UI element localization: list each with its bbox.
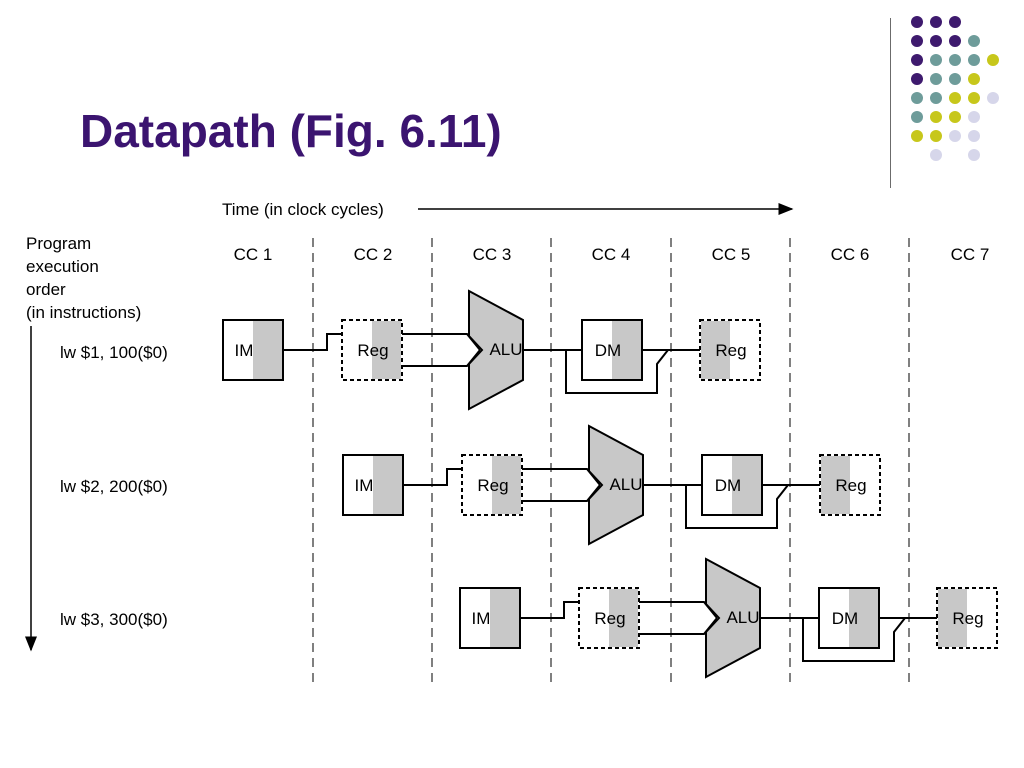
datapath-wire <box>685 484 789 529</box>
decorative-dot <box>930 92 942 104</box>
decorative-dot-grid <box>911 16 999 161</box>
decorative-dot <box>911 54 923 66</box>
decorative-dot <box>949 111 961 123</box>
im-shade-2 <box>373 456 402 514</box>
dm-shade-2 <box>732 456 761 514</box>
order-label-line-1: Program <box>26 234 91 253</box>
decorative-dot <box>930 54 942 66</box>
cycle-header-7: CC 7 <box>951 245 990 264</box>
decorative-dot <box>949 16 961 28</box>
im-shade-1 <box>253 321 282 379</box>
decorative-dot <box>911 130 923 142</box>
reg-write-shade-3 <box>938 589 967 647</box>
datapath-wire <box>522 484 601 502</box>
decorative-dot <box>968 35 980 47</box>
order-label-line-2: execution <box>26 257 99 276</box>
decorative-dot <box>968 92 980 104</box>
decorative-dot <box>911 92 923 104</box>
dm-shade-1 <box>612 321 641 379</box>
datapath-wire <box>326 333 342 351</box>
decorative-dot <box>968 73 980 85</box>
decorative-dot <box>968 111 980 123</box>
instruction-label-2: lw $2, 200($0) <box>60 477 168 496</box>
dm-label-2: DM <box>715 476 741 495</box>
slide-title: Datapath (Fig. 6.11) <box>80 105 502 157</box>
reg-read-shade-3 <box>609 589 638 647</box>
alu-unit-1 <box>468 289 524 411</box>
alu-unit-2 <box>588 424 644 546</box>
im-label-1: IM <box>235 341 254 360</box>
decorative-dot <box>911 35 923 47</box>
dm-shade-3 <box>849 589 878 647</box>
decorative-dot <box>987 54 999 66</box>
alu-label-3: ALU <box>726 608 759 627</box>
cycle-header-2: CC 2 <box>354 245 393 264</box>
instruction-label-1: lw $1, 100($0) <box>60 343 168 362</box>
im-label-2: IM <box>355 476 374 495</box>
decorative-dot <box>911 111 923 123</box>
reg-read-label-2: Reg <box>477 476 508 495</box>
instruction-label-3: lw $3, 300($0) <box>60 610 168 629</box>
cycle-header-5: CC 5 <box>712 245 751 264</box>
cycle-header-3: CC 3 <box>473 245 512 264</box>
order-label-line-4: (in instructions) <box>26 303 141 322</box>
decorative-dot <box>968 130 980 142</box>
decorative-dot <box>987 92 999 104</box>
datapath-wire <box>639 601 718 619</box>
datapath-wire <box>446 468 462 486</box>
decorative-dot <box>949 73 961 85</box>
datapath-wire <box>402 349 481 367</box>
order-label-line-3: order <box>26 280 66 299</box>
cycle-header-6: CC 6 <box>831 245 870 264</box>
reg-read-shade-2 <box>492 456 521 514</box>
reg-write-label-1: Reg <box>715 341 746 360</box>
decorative-dot <box>930 130 942 142</box>
datapath-wire <box>639 617 718 635</box>
reg-write-label-2: Reg <box>835 476 866 495</box>
datapath-wire <box>522 468 601 486</box>
cycle-header-1: CC 1 <box>234 245 273 264</box>
decorative-dot <box>968 54 980 66</box>
im-label-3: IM <box>472 609 491 628</box>
datapath-wire <box>802 617 906 662</box>
reg-write-shade-2 <box>821 456 850 514</box>
alu-label-1: ALU <box>489 340 522 359</box>
cycle-header-4: CC 4 <box>592 245 631 264</box>
time-axis-label: Time (in clock cycles) <box>222 200 384 219</box>
datapath-wire <box>402 333 481 351</box>
decorative-dot <box>949 92 961 104</box>
alu-label-2: ALU <box>609 475 642 494</box>
decorative-dot <box>949 54 961 66</box>
decorative-dot <box>930 149 942 161</box>
decorative-dot <box>911 16 923 28</box>
decorative-dot <box>949 130 961 142</box>
alu-unit-3 <box>705 557 761 679</box>
decorative-dot <box>949 35 961 47</box>
dm-label-1: DM <box>595 341 621 360</box>
im-shade-3 <box>490 589 519 647</box>
datapath-wire <box>563 601 579 619</box>
datapath-wire <box>565 349 669 394</box>
decorative-divider <box>890 18 891 188</box>
decorative-dot <box>911 73 923 85</box>
reg-read-label-3: Reg <box>594 609 625 628</box>
reg-write-shade-1 <box>701 321 730 379</box>
reg-write-label-3: Reg <box>952 609 983 628</box>
decorative-dot <box>930 35 942 47</box>
decorative-dot <box>930 73 942 85</box>
decorative-dot <box>968 149 980 161</box>
reg-read-shade-1 <box>372 321 401 379</box>
decorative-dot <box>930 111 942 123</box>
reg-read-label-1: Reg <box>357 341 388 360</box>
decorative-dot <box>930 16 942 28</box>
dm-label-3: DM <box>832 609 858 628</box>
